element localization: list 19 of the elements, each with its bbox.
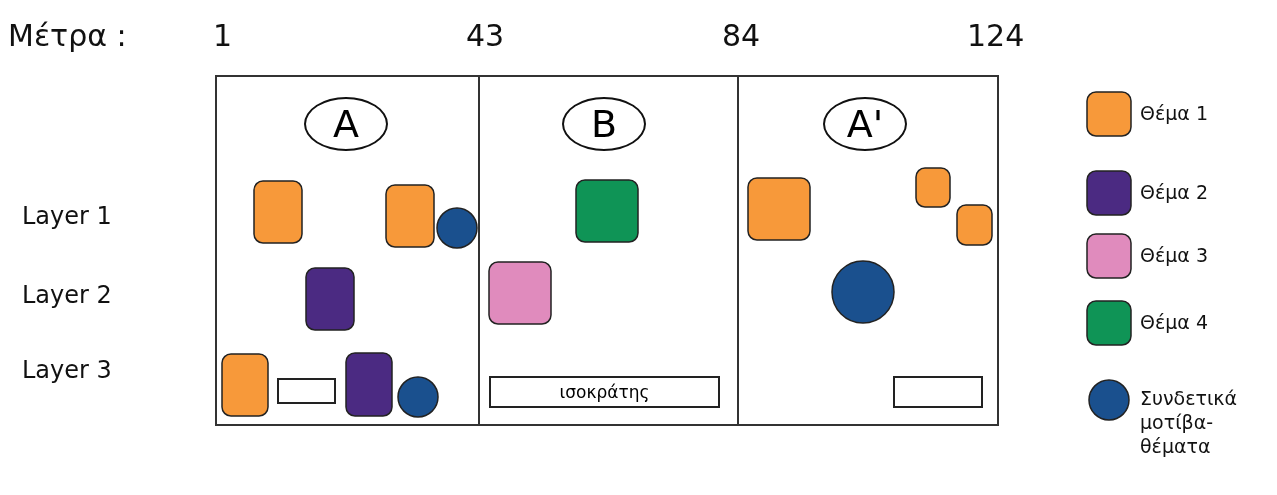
layer-label: Layer 3 [22, 356, 112, 384]
layer-label: Layer 1 [22, 202, 112, 230]
drone-bar: ισοκράτης [489, 376, 720, 408]
legend-text: Συνδετικά μοτίβα-θέματα [1140, 386, 1239, 458]
measure-number: 1 [213, 18, 233, 53]
legend-text: Θέμα 3 [1140, 244, 1208, 266]
measure-number: 124 [967, 18, 1025, 53]
layer-label: Layer 2 [22, 281, 112, 309]
measures-label: Μέτρα : [8, 18, 127, 53]
empty-bar [893, 376, 983, 408]
measure-number: 84 [722, 18, 761, 53]
empty-bar [277, 378, 336, 404]
measure-number: 43 [466, 18, 505, 53]
legend-text: Θέμα 1 [1140, 102, 1208, 124]
section-ellipse: A' [823, 97, 907, 151]
section-ellipse: B [562, 97, 646, 151]
section-ellipse: A [304, 97, 388, 151]
legend-text: Θέμα 4 [1140, 311, 1208, 333]
legend-text: Θέμα 2 [1140, 181, 1208, 203]
